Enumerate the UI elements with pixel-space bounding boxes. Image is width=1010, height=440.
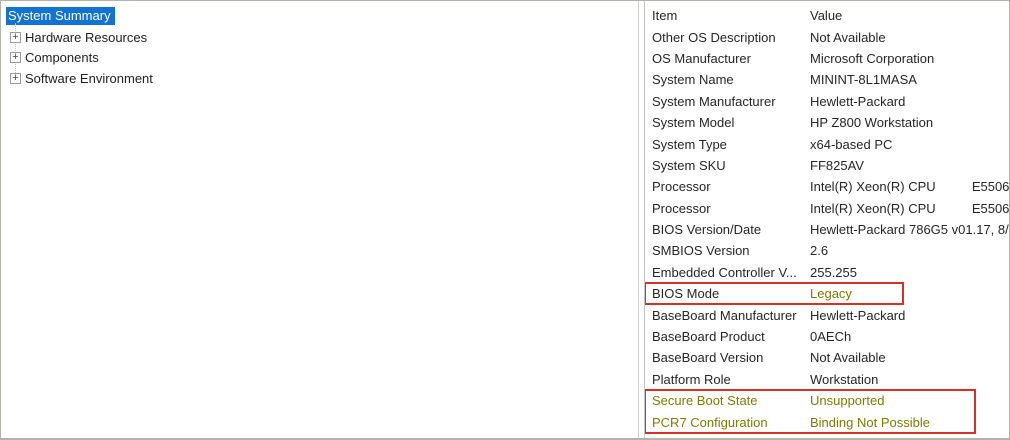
item-cell: OS Manufacturer bbox=[652, 50, 751, 66]
item-cell: Processor bbox=[652, 179, 711, 195]
value-cell: Binding Not Possible bbox=[810, 414, 930, 430]
table-row[interactable]: Other OS Description Not Available bbox=[645, 26, 1009, 47]
table-row[interactable]: BaseBoard Version Not Available bbox=[645, 347, 1009, 368]
table-row[interactable]: Processor Intel(R) Xeon(R) CPU E5506 bbox=[645, 176, 1009, 197]
item-cell: Embedded Controller V... bbox=[652, 264, 797, 280]
table-row[interactable]: Embedded Controller V... 255.255 bbox=[645, 262, 1009, 283]
tree-item-hardware-resources[interactable]: + Hardware Resources bbox=[10, 27, 638, 48]
table-row[interactable]: BaseBoard Product 0AECh bbox=[645, 326, 1009, 347]
table-row[interactable]: Processor Intel(R) Xeon(R) CPU E5506 bbox=[645, 198, 1009, 219]
table-row[interactable]: BIOS Mode Legacy bbox=[645, 283, 1009, 304]
table-row[interactable]: System SKU FF825AV bbox=[645, 155, 1009, 176]
table-row[interactable]: Secure Boot State Unsupported bbox=[645, 390, 1009, 411]
value-cell: Not Available bbox=[810, 29, 886, 45]
expand-plus-icon[interactable]: + bbox=[10, 31, 21, 43]
value-cell: Not Available bbox=[810, 350, 886, 366]
value-cell: 0AECh bbox=[810, 329, 852, 345]
tree-item-label: Hardware Resources bbox=[25, 29, 148, 45]
value-cell: Hewlett-Packard bbox=[810, 307, 906, 323]
table-row[interactable]: BIOS Version/Date Hewlett-Packard 786G5 v… bbox=[645, 219, 1009, 240]
value-cell: Hewlett-Packard 786G5 v01.17, 8/ bbox=[810, 222, 1009, 238]
value-cell: Intel(R) Xeon(R) CPU E5506 bbox=[810, 200, 1009, 216]
category-tree: System Summary + Hardware Resources + Co… bbox=[1, 1, 639, 438]
item-cell: BIOS Mode bbox=[652, 286, 720, 302]
table-header-row: Item Value bbox=[645, 5, 1009, 26]
value-cell: MININT-8L1MASA bbox=[810, 72, 917, 88]
item-cell: Platform Role bbox=[652, 371, 731, 387]
item-cell: System Name bbox=[652, 72, 734, 88]
value-cell: Intel(R) Xeon(R) CPU E5506 bbox=[810, 179, 1009, 195]
table-row[interactable]: SMBIOS Version 2.6 bbox=[645, 240, 1009, 261]
table-row[interactable]: System Model HP Z800 Workstation bbox=[645, 112, 1009, 133]
tree-children: + Hardware Resources + Components + Soft… bbox=[5, 23, 638, 89]
table-row[interactable]: PCR7 Configuration Binding Not Possible bbox=[645, 411, 1009, 432]
value-cell: Workstation bbox=[810, 371, 879, 387]
tree-item-system-summary[interactable]: System Summary bbox=[6, 7, 115, 25]
table-row[interactable]: System Manufacturer Hewlett-Packard bbox=[645, 91, 1009, 112]
value-cell: Legacy bbox=[810, 286, 852, 302]
tree-item-software-environment[interactable]: + Software Environment bbox=[10, 68, 638, 89]
column-header-item[interactable]: Item bbox=[652, 8, 678, 24]
item-cell: BaseBoard Product bbox=[652, 329, 765, 345]
item-cell: Secure Boot State bbox=[652, 393, 758, 409]
item-cell: PCR7 Configuration bbox=[652, 414, 768, 430]
value-cell: HP Z800 Workstation bbox=[810, 115, 934, 131]
table-row[interactable]: System Name MININT-8L1MASA bbox=[645, 69, 1009, 90]
value-cell: 2.6 bbox=[810, 243, 829, 259]
tree-item-components[interactable]: + Components bbox=[10, 48, 638, 69]
table-row[interactable]: OS Manufacturer Microsoft Corporation bbox=[645, 48, 1009, 69]
column-header-value[interactable]: Value bbox=[810, 8, 843, 24]
tree-item-label: Software Environment bbox=[25, 70, 153, 86]
table-row[interactable]: Platform Role Workstation bbox=[645, 369, 1009, 390]
item-cell: SMBIOS Version bbox=[652, 243, 750, 259]
table-row[interactable]: System Type x64-based PC bbox=[645, 133, 1009, 154]
item-cell: BaseBoard Version bbox=[652, 350, 764, 366]
table-row[interactable]: BaseBoard Manufacturer Hewlett-Packard bbox=[645, 304, 1009, 325]
value-cell: Hewlett-Packard bbox=[810, 93, 906, 109]
item-cell: System Model bbox=[652, 115, 735, 131]
value-cell: 255.255 bbox=[810, 264, 857, 280]
item-cell: System Manufacturer bbox=[652, 93, 776, 109]
value-cell: FF825AV bbox=[810, 157, 864, 173]
expand-plus-icon[interactable]: + bbox=[10, 72, 21, 84]
value-cell: Microsoft Corporation bbox=[810, 50, 935, 66]
value-cell: Unsupported bbox=[810, 393, 885, 409]
item-cell: BIOS Version/Date bbox=[652, 222, 762, 238]
item-cell: System Type bbox=[652, 136, 727, 152]
item-cell: BaseBoard Manufacturer bbox=[652, 307, 797, 323]
item-cell: System SKU bbox=[652, 157, 726, 173]
item-cell: Other OS Description bbox=[652, 29, 776, 45]
item-cell: Processor bbox=[652, 200, 711, 216]
value-cell: x64-based PC bbox=[810, 136, 893, 152]
expand-plus-icon[interactable]: + bbox=[10, 52, 21, 64]
tree-item-label: Components bbox=[25, 50, 99, 66]
